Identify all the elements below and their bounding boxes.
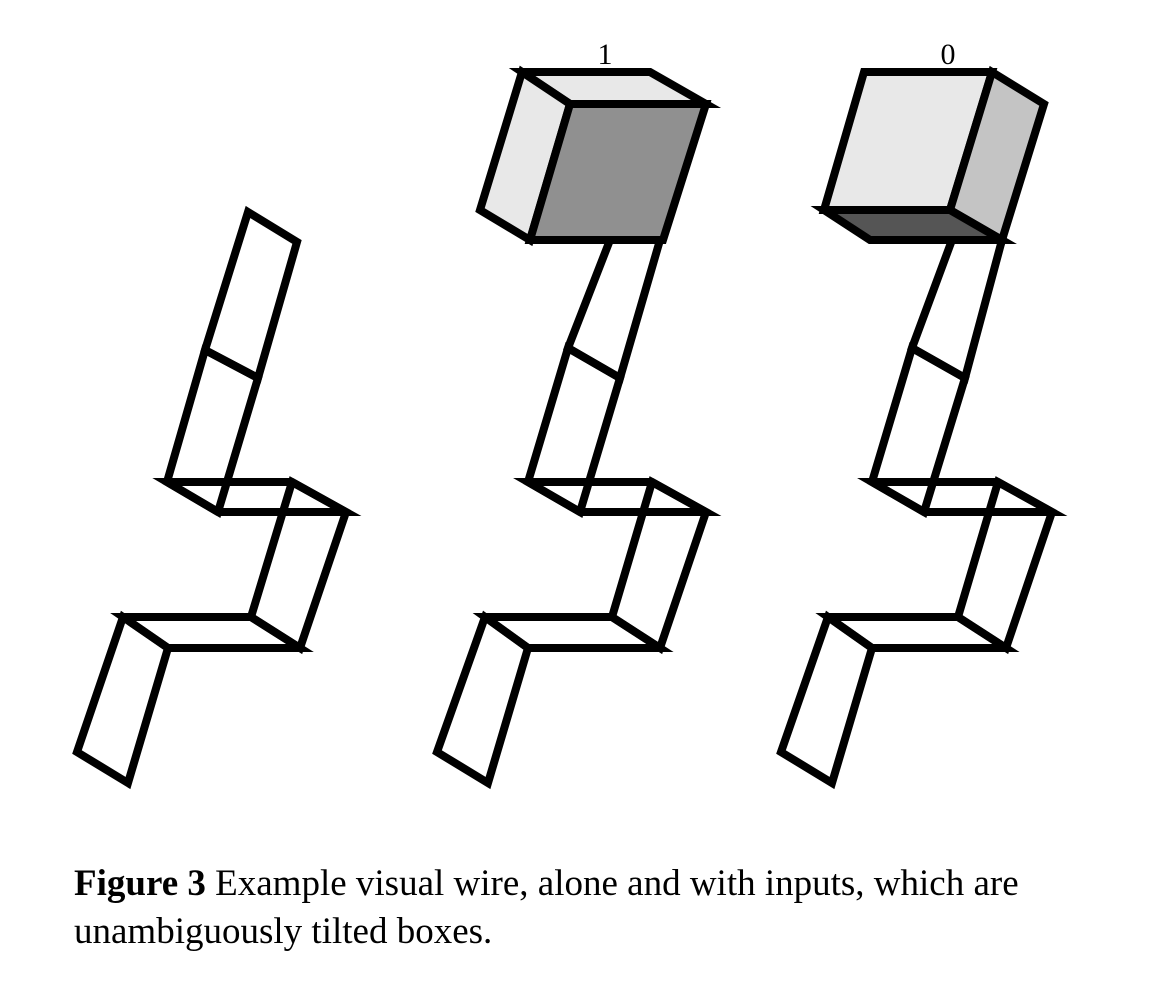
box-face-front — [524, 100, 712, 244]
wire-alone — [72, 205, 362, 790]
input-box-zero — [810, 65, 1049, 246]
wire-input-zero: 0 — [776, 38, 1068, 790]
wire-input-one: 1 — [432, 38, 722, 790]
figure-caption: Figure 3 Example visual wire, alone and … — [74, 860, 1124, 956]
input-box-one — [475, 65, 722, 247]
figure-label: Figure 3 — [74, 863, 206, 904]
input-label-one: 1 — [598, 38, 613, 71]
input-label-zero: 0 — [941, 38, 956, 71]
box-face-bottom — [810, 206, 1017, 244]
figure-caption-text: Example visual wire, alone and with inpu… — [74, 863, 1019, 952]
